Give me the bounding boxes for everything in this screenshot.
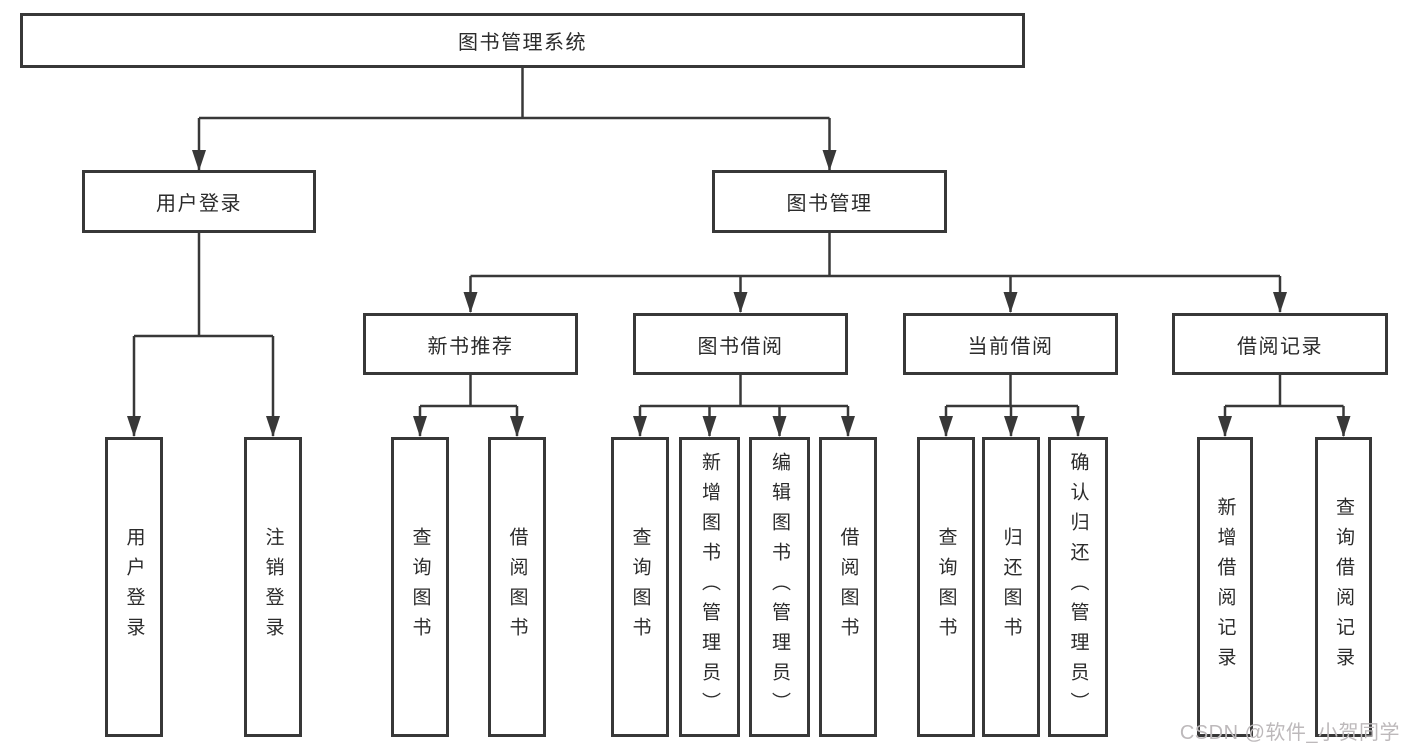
node-label: 借阅图书 xyxy=(837,527,859,647)
node-label: 查询图书 xyxy=(409,527,431,647)
leaf-return-books: 归还图书 xyxy=(982,437,1040,737)
node-library-management-system: 图书管理系统 xyxy=(20,13,1025,68)
node-label: 当前借阅 xyxy=(967,335,1054,358)
node-label: 图书管理 xyxy=(786,193,873,215)
csdn-watermark: CSDN @软件_小贺同学 xyxy=(1179,722,1400,744)
leaf-borrow-books: 借阅图书 xyxy=(488,437,546,737)
node-label: 图书管理系统 xyxy=(458,32,587,54)
node-new-book-recommend: 新书推荐 xyxy=(363,313,578,375)
node-current-borrow: 当前借阅 xyxy=(903,313,1118,375)
leaf-add-borrow-record: 新增借阅记录 xyxy=(1197,437,1253,737)
node-book-management: 图书管理 xyxy=(712,170,947,233)
node-label: 编辑图书（管理员） xyxy=(769,452,790,722)
node-label: 确认归还（管理员） xyxy=(1067,452,1089,722)
node-label: 查询图书 xyxy=(935,527,957,647)
leaf-confirm-return-admin: 确认归还（管理员） xyxy=(1048,437,1108,737)
node-label: 注销登录 xyxy=(262,527,284,647)
node-label: 用户登录 xyxy=(123,527,145,647)
leaf-user-login: 用户登录 xyxy=(105,437,163,737)
leaf-add-books-admin: 新增图书（管理员） xyxy=(679,437,740,737)
leaf-query-books: 查询图书 xyxy=(611,437,669,737)
node-label: 图书借阅 xyxy=(697,335,784,358)
node-label: 用户登录 xyxy=(156,193,242,215)
node-label: 新增图书（管理员） xyxy=(699,452,720,722)
node-borrow-records: 借阅记录 xyxy=(1172,313,1388,375)
node-user-login: 用户登录 xyxy=(82,170,316,233)
leaf-query-borrow-record: 查询借阅记录 xyxy=(1315,437,1372,737)
node-book-borrow: 图书借阅 xyxy=(633,313,848,375)
node-label: 借阅记录 xyxy=(1237,335,1323,358)
leaf-logout-login: 注销登录 xyxy=(244,437,302,737)
leaf-query-books: 查询图书 xyxy=(391,437,449,737)
node-label: 新书推荐 xyxy=(427,335,514,358)
node-label: 借阅图书 xyxy=(506,527,528,647)
node-label: 新增借阅记录 xyxy=(1214,497,1236,677)
node-label: 查询图书 xyxy=(629,527,651,647)
leaf-query-books: 查询图书 xyxy=(917,437,975,737)
node-label: 归还图书 xyxy=(1000,527,1022,647)
leaf-edit-books-admin: 编辑图书（管理员） xyxy=(749,437,810,737)
node-label: 查询借阅记录 xyxy=(1333,497,1354,677)
leaf-borrow-books: 借阅图书 xyxy=(819,437,877,737)
